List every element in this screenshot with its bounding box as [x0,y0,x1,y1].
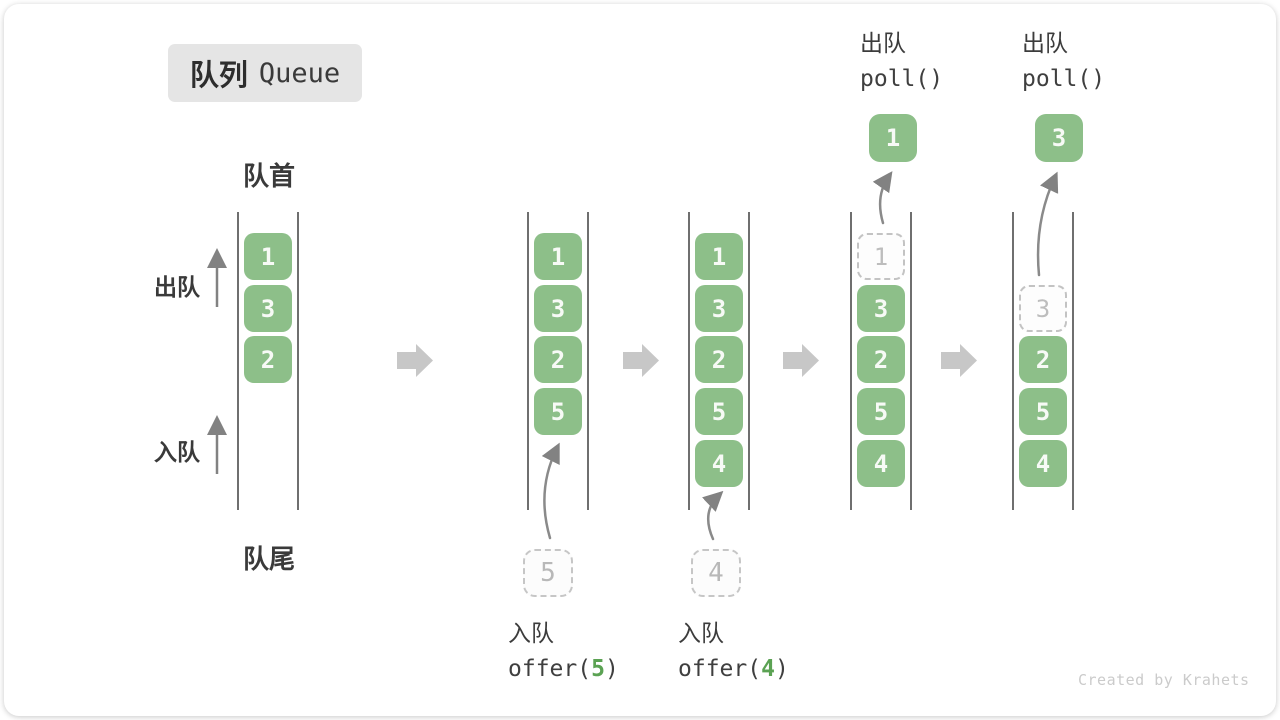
queue-item: 3 [695,285,743,332]
op-enqueue-5-label: 入队 [508,620,554,646]
watermark: Created by Krahets [1078,671,1250,689]
queue-item: 4 [695,440,743,487]
pending-item-5: 5 [523,549,573,597]
op-enqueue-4-code: offer(4) [678,654,789,684]
op-dequeue-1-label: 出队 [860,30,906,56]
queue-item: 4 [857,440,905,487]
queue-state-3: 1 3 2 5 4 [688,212,750,510]
queue-state-2: 1 3 2 5 [527,212,589,510]
op-enqueue-4: 入队 offer(4) [678,618,789,684]
queue-item: 3 [857,285,905,332]
queue-item: 2 [857,336,905,383]
queue-item: 5 [857,388,905,435]
code-post: ) [604,656,619,682]
removed-item-slot: 3 [1019,285,1067,332]
title-zh: 队列 [189,60,248,92]
queue-item: 2 [244,336,292,383]
code-pre: offer( [678,656,762,682]
queue-item: 5 [1019,388,1067,435]
op-enqueue-5-code: offer(5) [508,654,619,684]
dequeued-item-3: 3 [1035,114,1083,162]
queue-item: 5 [695,388,743,435]
diagram-card [4,4,1276,716]
queue-item: 5 [534,388,582,435]
queue-item: 3 [244,285,292,332]
op-dequeue-3-code: poll() [1022,66,1106,92]
pending-item-4: 4 [691,549,741,597]
op-dequeue-3: 出队 poll() [1022,28,1105,94]
queue-state-1: 1 3 2 [237,212,299,510]
queue-item: 2 [695,336,743,383]
op-dequeue-3-label: 出队 [1022,30,1068,56]
queue-item: 1 [244,233,292,280]
queue-item: 1 [695,233,743,280]
code-arg: 5 [591,656,605,682]
label-queue-front: 队首 [242,161,295,191]
removed-item-slot: 1 [857,233,905,280]
label-enqueue: 入队 [154,439,200,465]
queue-item: 2 [534,336,582,383]
label-queue-rear: 队尾 [242,544,295,574]
queue-state-4: 1 3 2 5 4 [850,212,912,510]
op-enqueue-5: 入队 offer(5) [508,618,619,684]
title-badge: 队列 Queue [168,44,362,102]
queue-item: 4 [1019,440,1067,487]
queue-item: 1 [534,233,582,280]
queue-state-5: 3 2 5 4 [1012,212,1074,510]
queue-item: 2 [1019,336,1067,383]
code-post: ) [774,656,789,682]
queue-item: 3 [534,285,582,332]
op-enqueue-4-label: 入队 [678,620,724,646]
title-en: Queue [258,57,341,89]
dequeued-item-1: 1 [869,114,917,162]
code-arg: 4 [761,656,775,682]
op-dequeue-1: 出队 poll() [860,28,943,94]
label-dequeue: 出队 [154,274,200,300]
code-pre: offer( [508,656,592,682]
op-dequeue-1-code: poll() [860,66,944,92]
